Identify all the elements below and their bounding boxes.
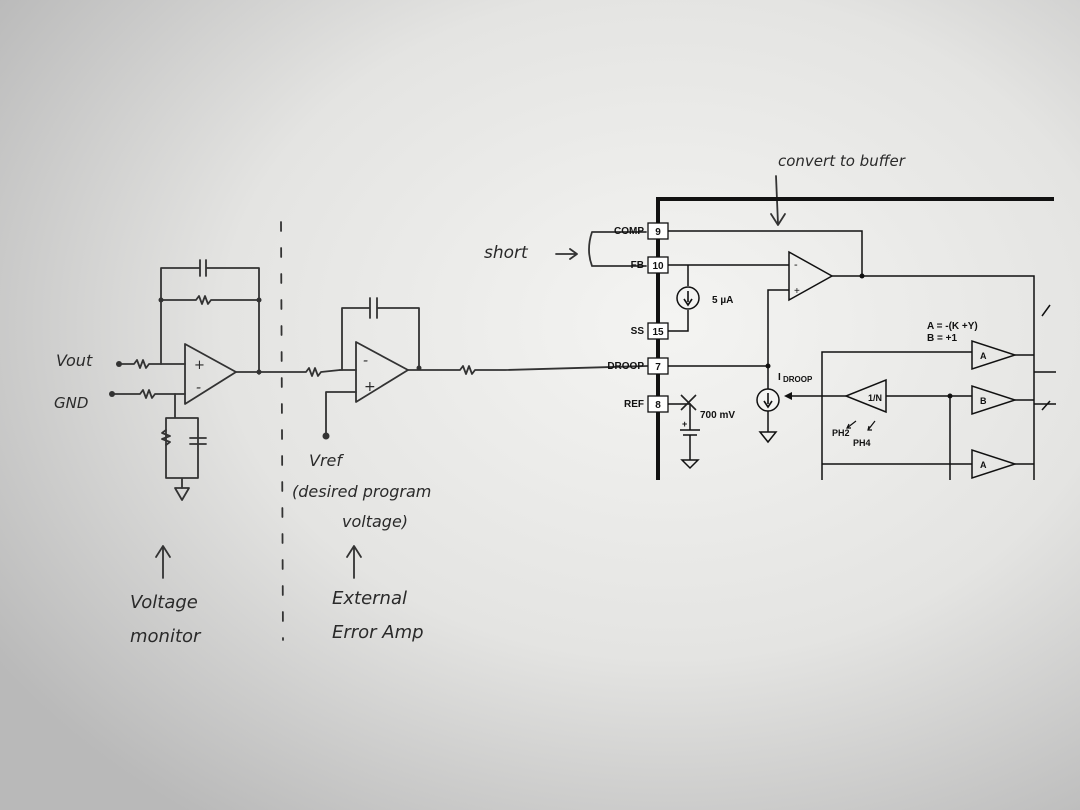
monitor-ground-symbol <box>174 487 190 501</box>
gain-b-label: B = +1 <box>927 333 957 344</box>
short-jumper <box>588 231 647 267</box>
monitor-junction-2 <box>256 297 262 303</box>
right-edge-switch-marks <box>1041 304 1051 411</box>
ic-error-amp-plus: + <box>794 286 800 297</box>
ic-boundary <box>656 197 1054 480</box>
gnd-input-wire <box>111 389 186 399</box>
short-label: short <box>484 243 529 263</box>
idroop-label-main: I <box>778 372 781 383</box>
hand-divider-line <box>280 221 284 641</box>
external-error-amp-label-line2: Error Amp <box>332 622 424 643</box>
ic-error-amp-minus: - <box>794 259 798 271</box>
ph4-label: PH4 <box>853 438 871 448</box>
vref-wire <box>325 391 357 436</box>
convert-to-buffer-label: convert to buffer <box>778 152 906 170</box>
ph-arrows <box>846 420 876 431</box>
droop-junction <box>765 363 771 369</box>
amp-input-bus <box>821 351 972 480</box>
pin-number-ref: 8 <box>655 400 661 411</box>
voltage-monitor-label-line2: monitor <box>130 626 202 647</box>
vout-input-wire <box>118 359 186 369</box>
ph2-label: PH2 <box>832 428 850 438</box>
error-amp-symbol <box>355 341 409 403</box>
monitor-feedback-resistor <box>160 295 260 305</box>
divider-arrow-icon <box>784 392 792 400</box>
ic-error-amp-symbol <box>788 250 834 302</box>
pin-name-ss: SS <box>631 326 645 337</box>
error-amp-feedback-wire <box>341 307 420 371</box>
gnd-label: GND <box>54 394 88 412</box>
gain-a-label: A = -(K +Y) <box>927 321 978 332</box>
pin-number-comp: 9 <box>655 227 661 238</box>
vref-label: Vref <box>309 451 344 470</box>
monitor-junction-1 <box>158 297 164 303</box>
monitor-output-junction <box>256 369 262 375</box>
current-source-label: 5 µA <box>712 295 733 306</box>
amp-b-symbol <box>971 384 1018 416</box>
divider-amp-label: 1/N <box>868 393 882 403</box>
monitor-ground-network-wire <box>165 393 199 489</box>
amp-a-top-label: A <box>980 351 987 361</box>
comp-wire <box>668 230 863 276</box>
ref-plus: + <box>682 419 687 429</box>
ref-strike-icon <box>680 394 697 411</box>
pin-number-ss: 15 <box>652 327 664 338</box>
current-source-arrow-icon <box>683 291 693 307</box>
amp-output-wires <box>1015 354 1056 465</box>
voltage-monitor-label-line1: Voltage <box>130 592 198 613</box>
voltage-monitor-arrow <box>155 545 171 579</box>
pin-number-fb: 10 <box>652 261 664 272</box>
vref-description-line2: voltage) <box>342 512 408 531</box>
ic-amp-output-wire <box>832 275 1035 480</box>
error-amp-plus: + <box>364 379 376 395</box>
pin-name-ref: REF <box>624 399 644 410</box>
monitor-opamp-minus: - <box>196 380 201 396</box>
vout-label: Vout <box>56 351 93 370</box>
pin-name-droop: DROOP <box>607 361 644 372</box>
amp-b-label: B <box>980 396 987 406</box>
error-amp-output-wire <box>407 365 648 375</box>
error-amp-arrow <box>346 545 362 579</box>
idroop-ground-wire <box>758 411 778 444</box>
external-error-amp-label-line1: External <box>332 588 407 609</box>
monitor-feedback-wire <box>160 267 260 375</box>
idroop-label-sub: DROOP <box>783 375 813 384</box>
current-source-wire <box>668 265 689 332</box>
error-amp-minus: - <box>363 353 368 369</box>
monitor-opamp-plus: + <box>194 358 205 373</box>
monitor-opamp-symbol <box>184 343 237 405</box>
monitor-output-wire <box>235 367 341 377</box>
idroop-arrow-icon <box>763 393 773 409</box>
vref-terminal-dot <box>322 432 330 440</box>
pin-name-comp: COMP <box>614 226 644 237</box>
ref-voltage-label: 700 mV <box>700 410 735 421</box>
amp-a-bottom-label: A <box>980 460 987 470</box>
pin-name-fb: FB <box>631 260 644 271</box>
monitor-ground-resistor <box>161 429 171 446</box>
ic-amp-plus-wire <box>767 289 789 390</box>
ic-amp-output-junction <box>859 273 865 279</box>
short-arrow <box>555 248 578 260</box>
pin-number-droop: 7 <box>655 362 661 373</box>
vref-description-line1: (desired program <box>292 482 431 501</box>
amp-a-top-symbol <box>971 339 1018 371</box>
